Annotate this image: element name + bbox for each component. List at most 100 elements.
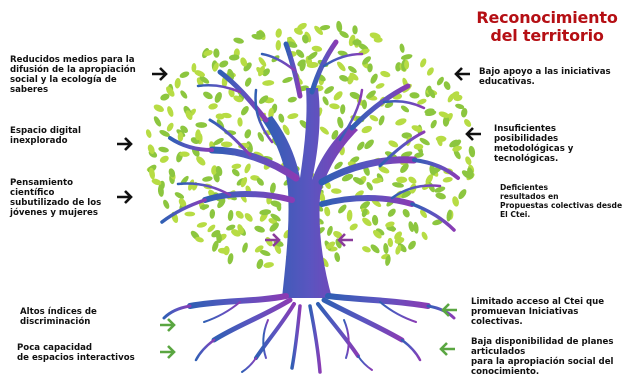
leaf <box>411 125 423 132</box>
leaf <box>178 198 187 208</box>
leaf <box>159 129 170 137</box>
leaf <box>282 124 290 136</box>
leaf <box>258 95 269 104</box>
leaf <box>438 111 450 118</box>
leaf <box>151 178 162 186</box>
leaf <box>199 204 210 210</box>
leaf <box>163 199 170 209</box>
leaf <box>383 243 389 254</box>
leaf <box>388 140 399 148</box>
leaf <box>168 168 176 178</box>
leaf <box>262 80 275 86</box>
leaf <box>231 229 241 237</box>
leaf <box>392 182 404 188</box>
leaf <box>269 222 279 232</box>
leaf <box>400 105 410 113</box>
leaf <box>378 166 390 174</box>
leaf <box>346 209 353 222</box>
leaf <box>417 98 427 105</box>
leaf <box>256 177 264 186</box>
leaf <box>369 115 379 122</box>
leaf <box>387 208 396 217</box>
leaf <box>254 245 264 253</box>
arrow-right-icon <box>117 190 133 204</box>
leaf <box>362 217 372 227</box>
leaf <box>158 146 169 153</box>
leaf <box>180 90 188 99</box>
leaf <box>371 177 383 184</box>
arrow-right-icon <box>160 345 176 359</box>
leaf <box>349 223 358 231</box>
leaf <box>233 95 243 103</box>
leaf <box>413 221 419 234</box>
leaf <box>147 144 155 154</box>
leaf <box>404 59 410 70</box>
leaf <box>307 51 318 60</box>
leaf <box>408 240 416 250</box>
leaf <box>373 37 383 43</box>
leaf <box>371 214 379 226</box>
leaf <box>177 131 184 142</box>
page-title: Reconocimiento del territorio <box>476 8 618 45</box>
leaf <box>275 40 282 51</box>
leaf <box>435 192 446 200</box>
leaf <box>341 173 354 182</box>
leaf <box>458 189 467 200</box>
leaf <box>452 145 462 152</box>
leaf <box>442 176 453 183</box>
leaf <box>302 34 309 44</box>
leaf <box>216 231 222 244</box>
leaf <box>231 163 242 169</box>
leaf <box>269 182 276 194</box>
leaf <box>259 209 272 216</box>
leaf <box>414 152 424 158</box>
leaf <box>223 245 230 256</box>
leaf <box>195 122 208 128</box>
leaf <box>174 77 181 89</box>
leaf <box>364 139 374 150</box>
leaf <box>434 186 446 193</box>
leaf <box>228 54 240 61</box>
leaf <box>275 28 282 38</box>
leaf <box>387 237 394 248</box>
leaf <box>319 126 329 135</box>
leaf <box>211 165 218 175</box>
leaf <box>194 70 206 77</box>
left-item-5-label: Poca capacidad de espacios interactivos <box>17 343 135 363</box>
leaf <box>212 62 219 72</box>
leaf <box>268 107 274 119</box>
leaf <box>400 54 413 60</box>
leaf <box>325 241 336 250</box>
leaf <box>195 129 201 141</box>
leaf <box>370 244 380 254</box>
leaf <box>420 58 427 68</box>
leaf <box>385 221 395 228</box>
leaf <box>179 71 190 78</box>
leaf <box>235 210 244 219</box>
leaf <box>331 188 342 194</box>
leaf <box>464 119 472 127</box>
arrow-left-icon <box>439 342 455 356</box>
leaf <box>270 213 281 222</box>
leaf <box>188 179 195 191</box>
leaf <box>378 115 385 126</box>
arrow-right-icon <box>265 233 281 247</box>
leaf <box>370 73 378 84</box>
leaf <box>349 91 361 100</box>
leaf <box>256 258 264 269</box>
leaf <box>149 167 155 180</box>
leaf <box>258 57 267 67</box>
leaf <box>362 56 371 65</box>
leaf <box>314 25 323 35</box>
leaf <box>208 103 218 110</box>
leaf <box>145 129 152 138</box>
leaf <box>244 213 253 222</box>
leaf <box>468 145 476 158</box>
leaf <box>196 222 208 228</box>
left-item-3-label: Pensamiento científico subutilizado de l… <box>10 178 102 218</box>
leaf <box>180 125 188 134</box>
leaf <box>467 167 474 179</box>
leaf <box>243 62 252 72</box>
leaf <box>233 37 244 44</box>
